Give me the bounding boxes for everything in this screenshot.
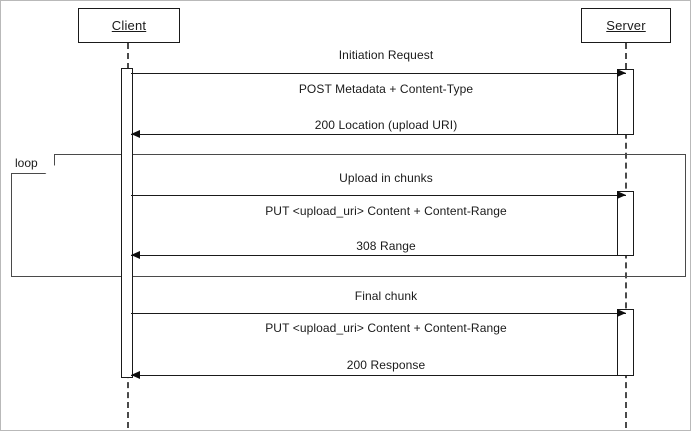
message-label-200-response: 200 Response — [346, 358, 426, 372]
participant-server-label: Server — [606, 18, 646, 33]
arrowhead-put-final-chunk — [617, 309, 626, 317]
message-line-200-response — [131, 375, 617, 376]
activation-server-initiation — [617, 69, 634, 135]
message-caption-upload-in-chunks: Upload in chunks — [339, 171, 433, 185]
participant-client[interactable]: Client — [78, 8, 180, 43]
activation-server-final — [617, 309, 634, 376]
arrowhead-308-range — [131, 251, 140, 259]
message-label-200-location: 200 Location (upload URI) — [314, 118, 458, 132]
arrowhead-200-location — [131, 130, 140, 138]
message-line-post-metadata — [131, 73, 626, 74]
arrowhead-200-response — [131, 371, 140, 379]
arrowhead-put-chunk — [617, 191, 626, 199]
loop-fragment-label: loop — [15, 156, 38, 170]
participant-server[interactable]: Server — [581, 8, 671, 43]
message-caption-final-chunk: Final chunk — [354, 289, 418, 303]
message-line-put-chunk — [131, 195, 626, 196]
activation-server-chunk — [617, 191, 634, 256]
message-caption-initiation-request: Initiation Request — [338, 48, 434, 62]
loop-fragment-tab — [11, 154, 55, 174]
message-label-308-range: 308 Range — [356, 239, 416, 253]
participant-client-label: Client — [111, 18, 147, 33]
arrowhead-post-metadata — [617, 69, 626, 77]
message-label-put-final-chunk: PUT <upload_uri> Content + Content-Range — [265, 321, 507, 335]
message-label-post-metadata: POST Metadata + Content-Type — [298, 82, 474, 96]
message-line-308-range — [131, 255, 617, 256]
message-label-put-chunk: PUT <upload_uri> Content + Content-Range — [265, 204, 507, 218]
message-line-200-location — [131, 134, 617, 135]
activation-client — [121, 68, 133, 378]
message-line-put-final-chunk — [131, 313, 626, 314]
loop-fragment — [11, 154, 686, 277]
